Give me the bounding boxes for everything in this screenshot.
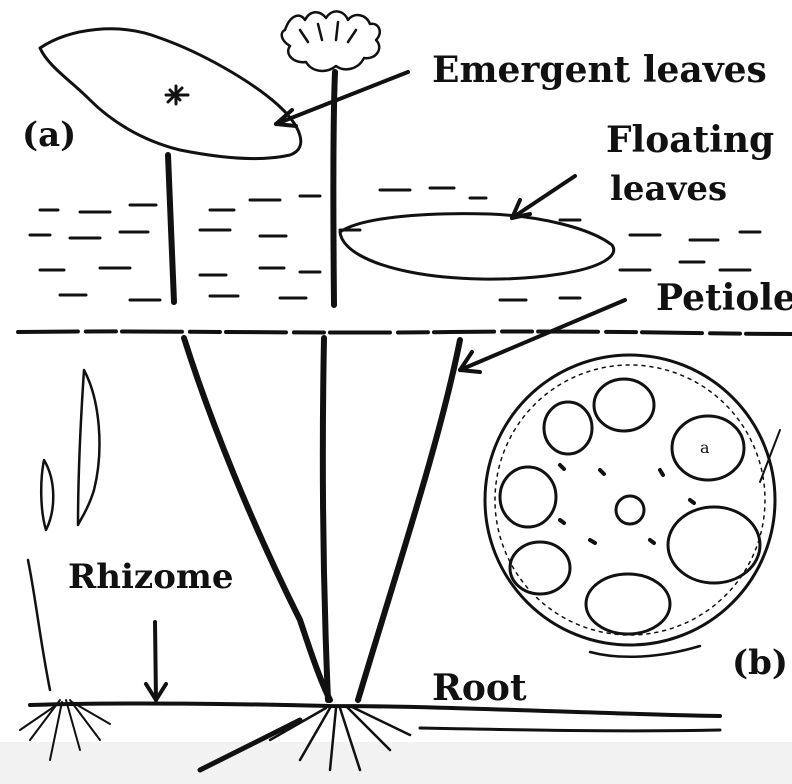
panel-a-label: (a) [22, 118, 76, 152]
air-space-label: a [700, 440, 710, 456]
flower-head [282, 11, 380, 71]
petiole-cross-section [485, 355, 780, 657]
panel-b-label: (b) [732, 646, 788, 680]
floating-leaves-label-line2: leaves [610, 172, 727, 206]
emergent-leaf-stalk [168, 155, 174, 302]
emergent-arrow [276, 72, 408, 124]
floating-arrow [512, 176, 575, 218]
petiole-left [184, 338, 330, 700]
rhizome-arrow [155, 622, 156, 700]
emergent-leaf-center [166, 86, 188, 104]
root-label: Root [432, 670, 527, 706]
floating-leaves-label-line1: Floating [606, 122, 774, 158]
roots-left [20, 700, 110, 760]
rhizome-label: Rhizome [68, 560, 233, 594]
floating-leaf [340, 214, 614, 279]
petiole-middle [323, 338, 328, 700]
rhizome-lower [420, 728, 720, 731]
young-leaf-1 [78, 370, 99, 525]
water-line [18, 331, 792, 334]
petiole-right [358, 340, 460, 700]
flower-stalk [333, 72, 335, 305]
young-leaf-3 [28, 560, 50, 690]
roots-center [200, 706, 410, 770]
emergent-leaves-label: Emergent leaves [432, 52, 767, 88]
rhizome [30, 703, 720, 716]
petiole-label: Petiole [656, 280, 792, 316]
young-leaf-2 [41, 460, 53, 530]
